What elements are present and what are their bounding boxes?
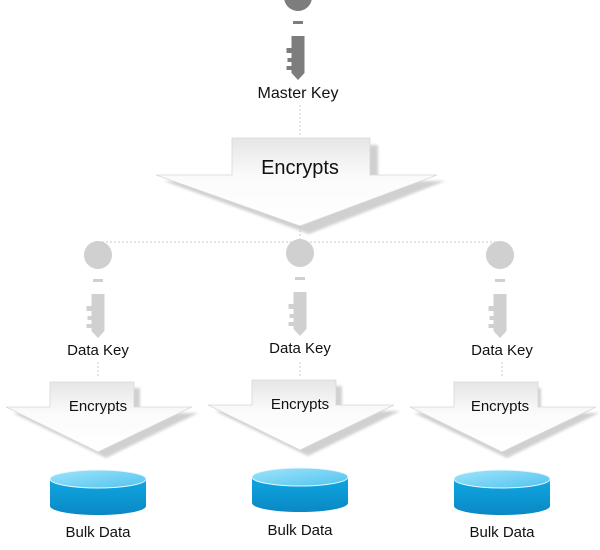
branch-3 <box>409 241 599 515</box>
database-icon <box>453 469 551 515</box>
database-icon <box>49 469 147 515</box>
master-key-icon <box>284 0 313 80</box>
bulk-data-label-1: Bulk Data <box>65 524 131 541</box>
encrypts-label-1: Encrypts <box>68 398 128 415</box>
encrypts-label-3: Encrypts <box>470 398 530 415</box>
bulk-data-label-3: Bulk Data <box>469 524 535 541</box>
data-key-label-3: Data Key <box>471 342 533 359</box>
master-encrypts-arrow <box>155 137 445 234</box>
encrypts-arrow <box>207 379 400 456</box>
database-icon <box>251 467 349 512</box>
encrypts-arrow <box>409 381 599 458</box>
data-key-label-1: Data Key <box>67 342 129 359</box>
encrypts-arrow <box>5 381 198 458</box>
branch-1 <box>5 241 198 515</box>
data-key-icon <box>84 241 113 338</box>
bulk-data-label-2: Bulk Data <box>267 522 333 539</box>
branch-2 <box>207 239 400 512</box>
encrypts-label-2: Encrypts <box>270 396 330 413</box>
data-key-label-2: Data Key <box>269 340 331 357</box>
data-key-icon <box>486 241 515 338</box>
master-encrypts-label: Encrypts <box>261 157 339 179</box>
master-key-label: Master Key <box>257 85 339 102</box>
data-key-icon <box>286 239 315 336</box>
